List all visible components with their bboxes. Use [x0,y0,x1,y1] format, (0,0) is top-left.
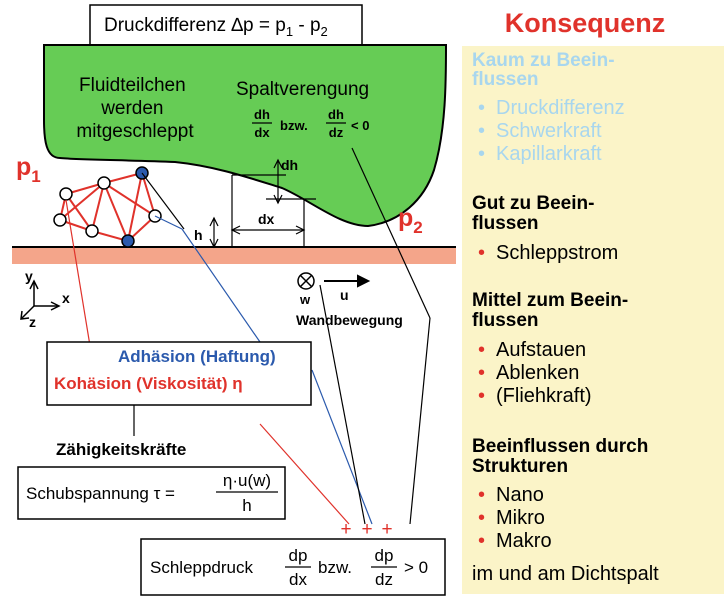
svg-text:dh: dh [328,107,344,122]
fluid-particle-adhering [121,234,135,248]
gap-dimensions [209,158,316,249]
connector-lines [65,147,431,525]
bullet-list-structures: •Nano •Mikro •Makro [478,484,552,552]
coordinate-axes [20,279,61,320]
section-heading-hard: Kaum zu Beein- flussen [472,50,620,90]
svg-text:dh: dh [254,107,270,122]
plus-signs: + + + [340,519,392,540]
toughness-label: Zähigkeitskräfte [56,440,186,459]
section-heading-means: Mittel zum Beein- flussen [472,290,634,331]
wall-w-label: w [299,292,311,307]
svg-text:Schleppdruck: Schleppdruck [150,558,254,577]
section-heading-structures: Beeinflussen durch Strukturen [472,436,654,477]
axis-x-label: x [62,290,70,306]
axis-y-label: y [25,268,33,284]
drag-pressure-formula: Schleppdruck dp dx bzw. dp dz > 0 [150,546,428,589]
into-page-symbol [297,272,315,290]
gap-narrowing-title: Spaltverengung [236,79,369,100]
fluid-particle [53,213,67,227]
fluid-particle [85,224,99,238]
panel-title: Konsequenz [505,8,666,38]
fluid-particle [97,176,111,190]
svg-text:bzw.: bzw. [318,558,352,577]
svg-text:dx: dx [289,570,307,589]
forces-box [46,341,312,406]
wall-motion-label: Wandbewegung [296,312,403,328]
gap-height-label: h [194,227,203,243]
pressure-p2-label: p2 [398,204,423,237]
consequence-panel [462,46,724,594]
svg-text:bzw.: bzw. [280,118,308,133]
fluid-particle [59,187,73,201]
panel-footer: im und am Dichtspalt [472,563,659,585]
moving-wall [12,247,456,264]
plus-sign: + [340,519,351,540]
shear-stress-box [17,466,286,520]
svg-text:> 0: > 0 [404,558,428,577]
fluid-label: Fluidteilchen werden mitgeschleppt [76,75,194,142]
fluid-particles [53,166,162,248]
svg-text:dp: dp [375,546,394,565]
section-heading-easy: Gut zu Beein- flussen [472,193,600,234]
bullet-list-means: •Aufstauen •Ablenken •(Fliehkraft) [478,339,592,407]
svg-text:dz: dz [375,570,393,589]
pressure-difference-formula: Druckdifferenz ∆p = p1 - p2 [104,15,328,39]
pressure-p1-label: p1 [16,153,41,186]
adhesion-label: Adhäsion (Haftung) [118,347,276,366]
length-change-label: dx [258,211,275,227]
cohesion-label: Kohäsion (Viskosität) η [54,374,243,393]
velocity-arrow [324,274,371,288]
plus-sign: + [361,519,372,540]
bullet-list-hard: •Druckdifferenz •Schwerkraft •Kapillarkr… [478,97,630,165]
svg-text:dp: dp [289,546,308,565]
bullet-list-easy: •Schleppstrom [478,242,618,264]
shear-stress-numerator: η·u(w) [223,471,271,490]
svg-text:dx: dx [254,125,270,140]
shear-stress-denominator: h [242,496,251,515]
svg-text:dz: dz [329,125,344,140]
wall-u-label: u [340,287,349,303]
shear-stress-label: Schubspannung τ = [26,484,175,503]
svg-text:< 0: < 0 [351,118,369,133]
pressure-difference-box [89,4,363,46]
gap-narrowing-formula: dh dx bzw. dh dz < 0 [252,107,369,140]
plus-sign: + [381,519,392,540]
axis-z-label: z [29,314,36,330]
fluid-body [43,44,448,228]
height-change-label: dh [281,157,298,173]
